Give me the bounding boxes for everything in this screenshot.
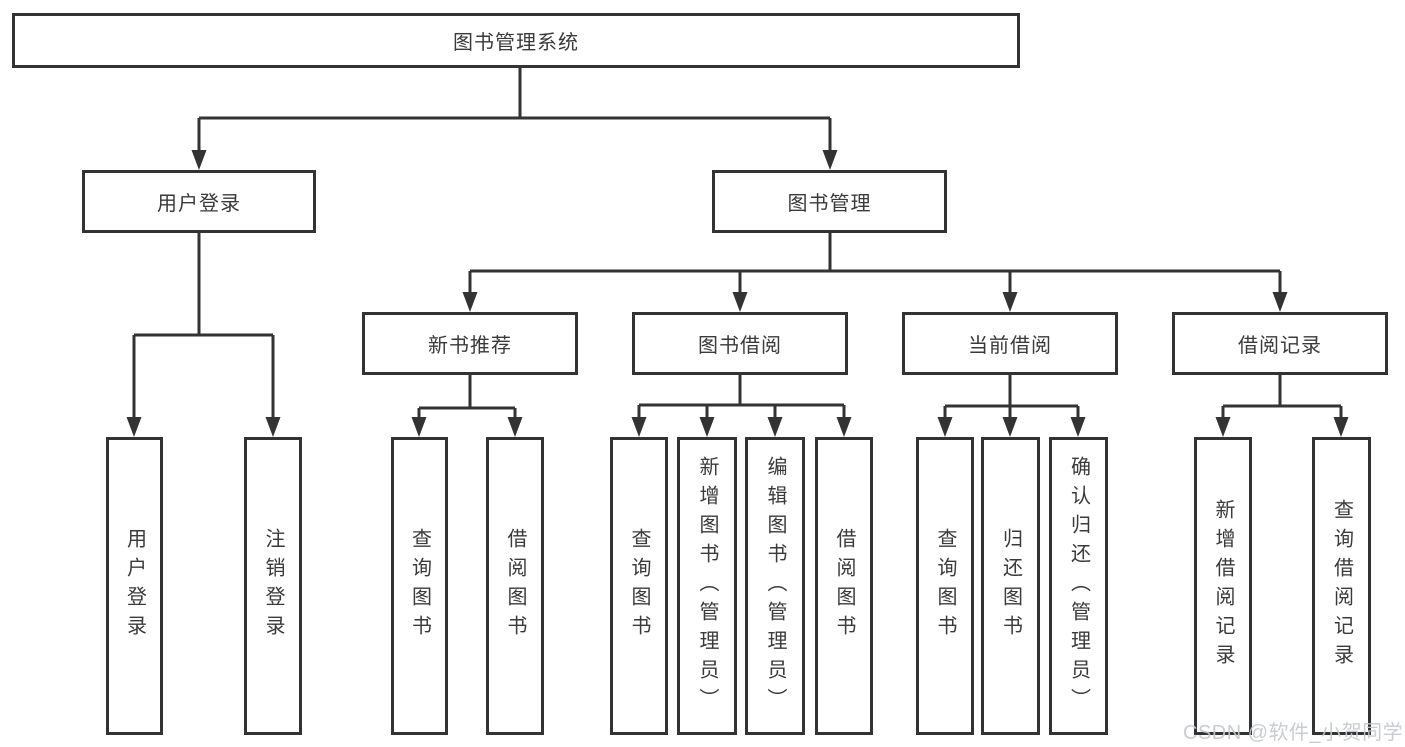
arrow-down-icon	[462, 292, 478, 312]
connector-current-borrowing-to-leaves	[943, 375, 1080, 421]
arrow-down-icon	[1333, 417, 1349, 437]
arrow-down-icon	[699, 417, 715, 437]
arrow-down-icon	[1070, 417, 1086, 437]
connector-new-book-rec-to-leaves	[417, 375, 517, 421]
node-label: 借阅记录	[1238, 335, 1322, 357]
connector-book-borrowing-to-leaves	[637, 375, 846, 421]
arrow-down-icon	[822, 150, 838, 170]
node-label: 用户登录	[123, 528, 146, 644]
node-new-book-recommendation: 新书推荐	[362, 312, 578, 375]
node-label: 图书借阅	[698, 335, 782, 357]
node-label: 新增借阅记录	[1212, 499, 1234, 673]
node-label: 用户登录	[157, 193, 241, 215]
arrow-down-icon	[1002, 292, 1018, 312]
node-library-management-system: 图书管理系统	[12, 13, 1020, 68]
node-label: 新书推荐	[428, 335, 512, 357]
leaf-query-books-current: 查询图书	[916, 437, 974, 735]
node-label: 归还图书	[999, 528, 1022, 644]
arrow-down-icon	[767, 417, 783, 437]
arrow-down-icon	[191, 150, 207, 170]
leaf-logout: 注销登录	[244, 437, 302, 735]
leaf-query-books-borrow: 查询图书	[610, 437, 668, 735]
leaf-return-books: 归还图书	[981, 437, 1040, 735]
node-label: 查询借阅记录	[1330, 499, 1353, 673]
arrow-down-icon	[1272, 292, 1288, 312]
node-label: 查询图书	[408, 528, 431, 644]
node-label: 查询图书	[628, 528, 650, 644]
leaf-add-borrow-record: 新增借阅记录	[1194, 437, 1252, 735]
arrowheads	[126, 150, 1349, 437]
leaf-add-books-admin: 新增图书（管理员）	[677, 437, 737, 735]
node-label: 新增图书（管理员）	[696, 455, 718, 717]
node-borrowing-records: 借阅记录	[1172, 312, 1388, 375]
node-label: 图书管理系统	[453, 32, 579, 54]
node-current-borrowing: 当前借阅	[902, 312, 1118, 375]
connector-book-management-to-level3	[468, 233, 1282, 296]
node-label: 图书管理	[787, 193, 872, 215]
leaf-edit-books-admin: 编辑图书（管理员）	[745, 437, 805, 735]
arrow-down-icon	[836, 417, 852, 437]
leaf-confirm-return-admin: 确认归还（管理员）	[1049, 437, 1108, 735]
node-label: 确认归还（管理员）	[1067, 455, 1090, 717]
connector-borrowing-records-to-leaves	[1221, 375, 1343, 421]
node-label: 当前借阅	[968, 335, 1052, 357]
connector-user-login-to-leaves	[132, 233, 275, 421]
leaf-query-borrow-record: 查询借阅记录	[1312, 437, 1371, 735]
node-book-management: 图书管理	[712, 170, 947, 233]
node-label: 借阅图书	[504, 528, 526, 644]
arrow-down-icon	[1002, 417, 1018, 437]
arrow-down-icon	[631, 417, 647, 437]
node-user-login: 用户登录	[82, 170, 316, 233]
arrow-down-icon	[411, 417, 427, 437]
leaf-query-books-rec: 查询图书	[391, 437, 448, 735]
arrow-down-icon	[1215, 417, 1231, 437]
arrow-down-icon	[507, 417, 523, 437]
arrow-down-icon	[732, 292, 748, 312]
node-label: 编辑图书（管理员）	[764, 455, 786, 717]
connector-root-to-level2	[197, 68, 832, 154]
node-book-borrowing: 图书借阅	[632, 312, 848, 375]
arrow-down-icon	[126, 417, 142, 437]
csdn-watermark: CSDN @软件_小贺同学	[1183, 722, 1404, 744]
leaf-borrow-books: 借阅图书	[815, 437, 873, 735]
leaf-user-login: 用户登录	[106, 437, 163, 735]
node-label: 借阅图书	[833, 528, 855, 644]
leaf-borrow-books-rec: 借阅图书	[486, 437, 544, 735]
arrow-down-icon	[265, 417, 281, 437]
node-label: 注销登录	[262, 528, 284, 644]
arrow-down-icon	[937, 417, 953, 437]
node-label: 查询图书	[934, 528, 956, 644]
